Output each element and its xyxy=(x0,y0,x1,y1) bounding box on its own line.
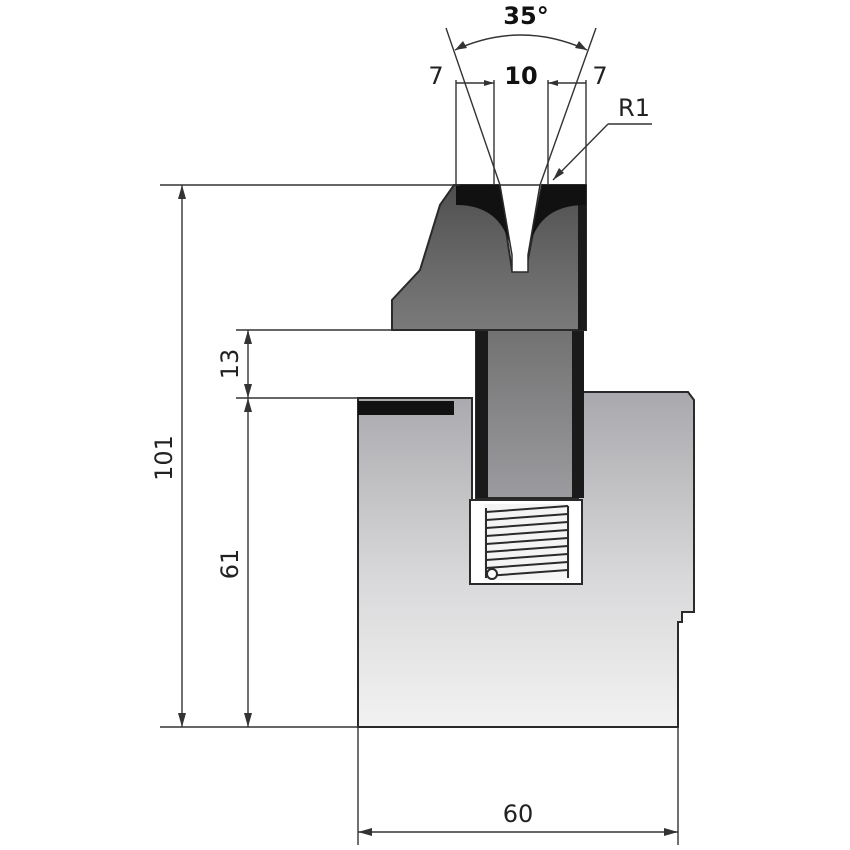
clamp-height-label: 13 xyxy=(216,349,244,380)
left-shoulder-label: 7 xyxy=(428,62,443,90)
spring-icon xyxy=(484,504,570,580)
total-height-label: 101 xyxy=(150,435,178,481)
dimension-total-height: 101 xyxy=(150,184,460,728)
body-height-label: 61 xyxy=(216,549,244,580)
v-insert-right xyxy=(528,185,586,252)
dimension-width: 60 xyxy=(357,727,679,845)
opening-label: 10 xyxy=(504,62,537,90)
radius-label: R1 xyxy=(618,94,650,122)
stem-dark-edge-right xyxy=(572,320,584,498)
dimension-clamp-height: 13 xyxy=(216,329,392,398)
radius-callout: R1 xyxy=(552,94,652,181)
right-shoulder-label: 7 xyxy=(592,62,607,90)
dimension-v-opening: 35° 10 7 7 xyxy=(428,2,608,186)
angle-label: 35° xyxy=(503,2,548,30)
width-label: 60 xyxy=(503,800,534,828)
wear-strip xyxy=(358,401,454,415)
dimension-body-height: 61 xyxy=(216,397,358,727)
die-head-right-edge xyxy=(578,185,586,330)
die-stem xyxy=(475,319,579,499)
stem-dark-edge xyxy=(476,320,488,498)
v-insert-left xyxy=(456,185,512,252)
